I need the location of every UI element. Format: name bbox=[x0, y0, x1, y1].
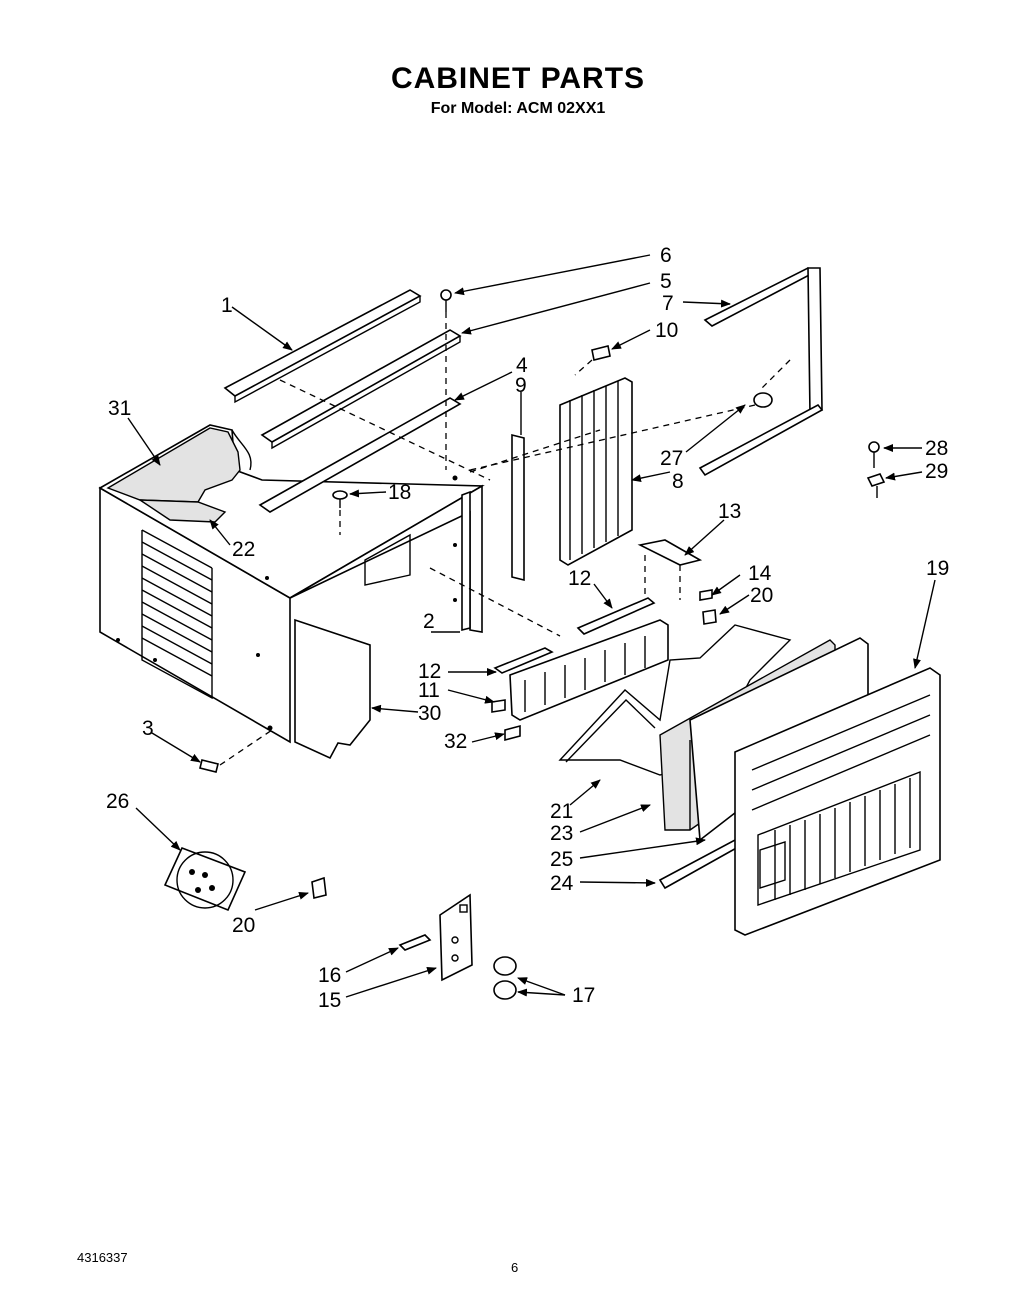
screw-3 bbox=[199, 729, 273, 773]
callout-24: 24 bbox=[550, 872, 574, 895]
callout-28: 28 bbox=[925, 437, 948, 460]
callout-9: 9 bbox=[515, 374, 527, 397]
frame-top-rail-7 bbox=[698, 267, 824, 477]
callout-26: 26 bbox=[106, 790, 129, 813]
callout-32: 32 bbox=[444, 730, 467, 753]
callout-10: 10 bbox=[655, 319, 678, 342]
callout-12-right: 12 bbox=[568, 567, 591, 590]
callout-3: 3 bbox=[142, 717, 154, 740]
callout-20-right: 20 bbox=[750, 584, 773, 607]
callout-2: 2 bbox=[423, 610, 435, 633]
clip-20-lower bbox=[311, 876, 327, 899]
callout-12-left: 12 bbox=[418, 660, 441, 683]
callout-1: 1 bbox=[221, 294, 233, 317]
callout-4: 4 bbox=[516, 354, 528, 377]
callout-11: 11 bbox=[418, 679, 440, 702]
callout-16: 16 bbox=[318, 964, 341, 987]
side-panel-30 bbox=[294, 618, 371, 760]
callout-labels: 1 2 3 4 5 6 7 8 9 10 11 12 12 13 14 15 1… bbox=[106, 244, 949, 1012]
wire-frame-21 bbox=[558, 624, 792, 776]
bar-16 bbox=[398, 934, 432, 951]
bracket-9 bbox=[511, 433, 525, 582]
callout-30: 30 bbox=[418, 702, 441, 725]
callout-8: 8 bbox=[672, 470, 684, 493]
top-rail-5 bbox=[260, 329, 462, 450]
callout-6: 6 bbox=[660, 244, 672, 267]
strip-24 bbox=[658, 838, 742, 890]
callout-27: 27 bbox=[660, 447, 683, 470]
callout-22: 22 bbox=[232, 538, 255, 561]
document-number: 4316337 bbox=[77, 1250, 128, 1265]
plug-18 bbox=[332, 490, 348, 535]
callout-5: 5 bbox=[660, 270, 672, 293]
callout-23: 23 bbox=[550, 822, 573, 845]
callout-31: 31 bbox=[108, 397, 131, 420]
callout-19: 19 bbox=[926, 557, 949, 580]
callout-20-lower: 20 bbox=[232, 914, 255, 937]
model-subtitle: For Model: ACM 02XX1 bbox=[430, 100, 606, 117]
screw-10 bbox=[574, 345, 611, 376]
callout-18: 18 bbox=[388, 481, 411, 504]
side-louvers bbox=[141, 529, 213, 700]
control-plate-15 bbox=[439, 893, 473, 982]
callout-14: 14 bbox=[748, 562, 772, 585]
clip-14-20 bbox=[699, 589, 717, 625]
page-title: CABINET PARTS bbox=[390, 62, 646, 95]
callout-7: 7 bbox=[662, 292, 674, 315]
knob-27 bbox=[469, 392, 773, 471]
mounting-plate-26 bbox=[163, 846, 247, 912]
front-grille-19 bbox=[734, 667, 941, 936]
callout-15: 15 bbox=[318, 989, 341, 1012]
top-rail-4 bbox=[258, 397, 462, 513]
leader-lines bbox=[127, 254, 936, 998]
screw-6 bbox=[440, 289, 452, 470]
callout-13: 13 bbox=[718, 500, 741, 523]
page-number: 6 bbox=[511, 1260, 519, 1275]
top-insulation bbox=[106, 427, 241, 523]
callout-25: 25 bbox=[550, 848, 573, 871]
lever-13 bbox=[637, 539, 703, 600]
vent-bracket-assembly bbox=[491, 619, 669, 742]
top-rail-1 bbox=[223, 289, 422, 404]
accordion-panel-8 bbox=[559, 377, 633, 566]
screw-28-29 bbox=[866, 441, 886, 498]
bracket-2 bbox=[461, 490, 471, 632]
callout-17: 17 bbox=[572, 984, 595, 1007]
callout-21: 21 bbox=[550, 800, 573, 823]
callout-29: 29 bbox=[925, 460, 948, 483]
bracket-12-upper bbox=[576, 597, 656, 635]
knobs-17 bbox=[493, 956, 517, 1000]
